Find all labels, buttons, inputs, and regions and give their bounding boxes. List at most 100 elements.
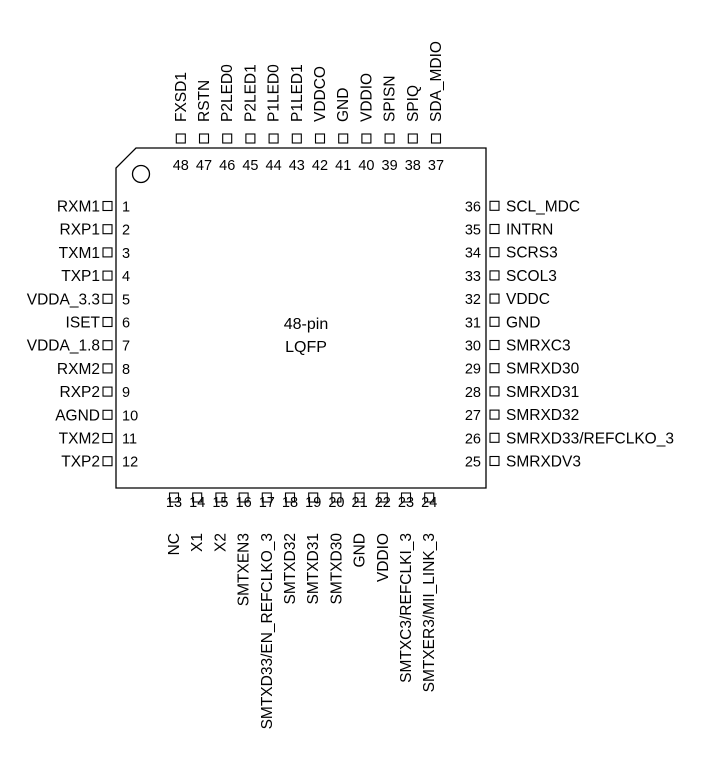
pin-9-number: 9 <box>122 385 130 401</box>
pin-10-pad <box>102 409 113 420</box>
pin-30-pad <box>489 339 500 351</box>
pin-11-pad <box>102 432 113 444</box>
pin-4-name: TXP1 <box>61 268 100 285</box>
pin-32-number: 32 <box>465 292 481 308</box>
pin-3-name: TXM1 <box>59 245 100 262</box>
pin-4-number: 4 <box>122 269 130 285</box>
pin-22-number: 22 <box>375 495 391 511</box>
pin-13-number: 13 <box>166 495 182 511</box>
pin-31-number: 31 <box>465 315 481 331</box>
pin-16-number: 16 <box>236 495 252 511</box>
pin-8-name: RXM2 <box>57 361 100 378</box>
pin-35-pad <box>489 223 500 235</box>
pin-40-pad <box>361 133 372 144</box>
pin-40-name: VDDIO <box>358 73 375 122</box>
pin-19-pad <box>308 492 319 503</box>
pin-20-number: 20 <box>328 495 344 511</box>
pin-20-name: SMTXD30 <box>328 533 345 605</box>
pin-12-name: TXP2 <box>61 454 100 471</box>
pin-39-name: SPISN <box>382 75 399 122</box>
pin-24-pad <box>424 492 435 503</box>
pin-42-number: 42 <box>312 158 328 174</box>
pin-46-pad <box>222 133 233 144</box>
pin-37-number: 37 <box>428 158 444 174</box>
pin-45-pad <box>245 133 256 144</box>
pin-9-name: RXP2 <box>60 384 101 401</box>
package-label-line1: 48-pin <box>284 316 328 333</box>
pin-26-number: 26 <box>465 431 481 447</box>
pin-6-number: 6 <box>122 316 130 332</box>
pin-31-name: GND <box>506 314 540 331</box>
pin-43-number: 43 <box>289 158 305 174</box>
pin-25-number: 25 <box>465 455 481 471</box>
pin-12-pad <box>102 456 113 467</box>
pin-25-pad <box>489 455 500 467</box>
pin-35-number: 35 <box>465 223 481 239</box>
pin-47-pad <box>198 133 210 144</box>
pin-4-pad <box>102 270 113 281</box>
pin-28-name: SMRXD31 <box>506 384 579 401</box>
pin-27-number: 27 <box>465 408 481 424</box>
pin-48-name: FXSD1 <box>173 72 190 122</box>
pin-44-name: P1LED0 <box>266 64 283 122</box>
pin-27-pad <box>489 409 500 420</box>
pin-14-number: 14 <box>189 495 205 511</box>
pin-6-name: ISET <box>66 315 101 332</box>
pin-13-pad <box>168 492 180 503</box>
pin-1-number: 1 <box>122 200 130 216</box>
pin-7-pad <box>102 340 113 351</box>
pin-45-number: 45 <box>242 158 258 174</box>
pin-28-number: 28 <box>465 385 481 401</box>
pin-5-pad <box>102 293 113 304</box>
pin-33-pad <box>489 270 500 281</box>
pin-41-number: 41 <box>335 158 351 174</box>
pin-14-name: X1 <box>189 533 206 552</box>
pin-30-number: 30 <box>465 339 481 355</box>
pin-16-name: SMTXEN3 <box>236 533 253 606</box>
pin-35-name: INTRN <box>506 222 553 239</box>
pin-34-name: SCRS3 <box>506 245 558 262</box>
pin-3-number: 3 <box>122 246 130 262</box>
pin-48-number: 48 <box>173 158 189 174</box>
pin-46-name: P2LED0 <box>219 64 236 122</box>
pin-34-pad <box>489 247 500 258</box>
pin-44-number: 44 <box>266 158 282 174</box>
pin-38-pad <box>407 133 418 144</box>
pin-42-name: VDDCO <box>312 66 329 122</box>
pin-5-name: VDDA_3.3 <box>27 291 100 308</box>
pin-29-name: SMRXD30 <box>506 361 580 378</box>
pin-18-name: SMTXD32 <box>282 533 299 605</box>
pin-2-name: RXP1 <box>60 222 101 239</box>
pin-8-pad <box>102 363 113 374</box>
pin-12-number: 12 <box>122 455 138 471</box>
pin-26-pad <box>489 432 500 443</box>
pin-48-pad <box>175 133 186 144</box>
pin-47-name: RSTN <box>196 80 213 122</box>
pin-6-pad <box>102 316 113 328</box>
pin-1-name: RXM1 <box>57 199 100 216</box>
pin-29-pad <box>489 363 500 374</box>
pin-46-number: 46 <box>219 158 235 174</box>
chip-body <box>115 147 487 489</box>
pin-19-number: 19 <box>305 495 321 511</box>
package-label-line2: LQFP <box>285 339 327 356</box>
pin-36-number: 36 <box>465 199 481 215</box>
pin-19-name: SMTXD31 <box>305 533 322 605</box>
pin-7-name: VDDA_1.8 <box>27 338 100 355</box>
pin-15-name: X2 <box>212 533 229 552</box>
pin-33-number: 33 <box>465 269 481 285</box>
pin-17-number: 17 <box>259 495 275 511</box>
pin-32-pad <box>489 293 500 304</box>
pin-39-pad <box>384 133 395 144</box>
pin-34-number: 34 <box>465 246 481 262</box>
pin-40-number: 40 <box>358 158 374 174</box>
pin-24-name: SMTXER3/MII_LINK_3 <box>421 533 438 692</box>
pin-15-pad <box>215 492 226 503</box>
pin-33-name: SCOL3 <box>506 268 557 285</box>
pin-11-number: 11 <box>122 432 137 448</box>
pin-23-pad <box>400 492 412 503</box>
pin-9-pad <box>102 386 113 397</box>
pin-23-name: SMTXC3/REFCLKI_3 <box>398 533 415 683</box>
pin-1-pad <box>102 200 113 212</box>
